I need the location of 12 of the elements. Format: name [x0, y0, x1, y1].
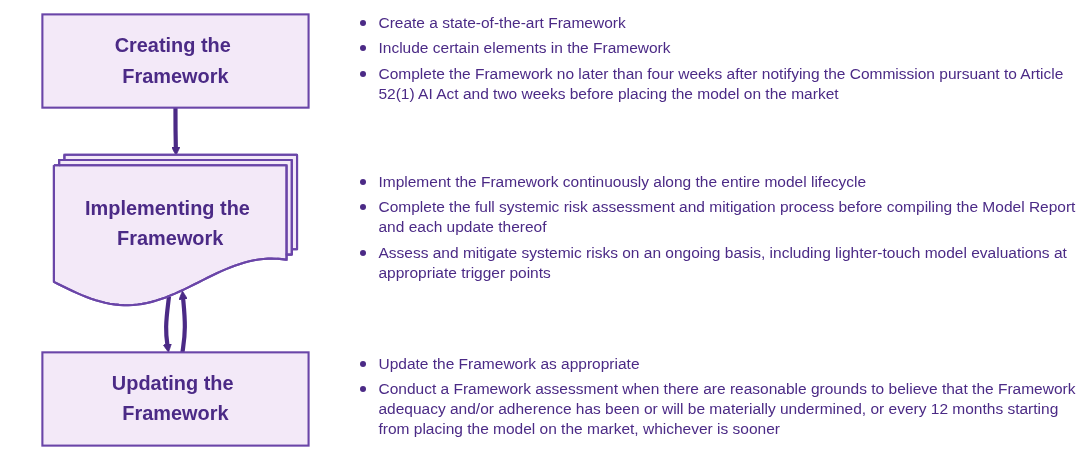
arrow — [178, 290, 188, 353]
arrow — [162, 296, 172, 353]
bullet-text: Create a state-of-the-art Framework — [378, 13, 626, 34]
bullet-text: Conduct a Framework assessment when there are reasonable grounds to believe that the Framework adequacy and/or adherence has been or will be materially undermined, or every 12 months starting from placing the model on the market, whichever is sooner — [378, 378, 1077, 440]
bullet-text: Assess and mitigate systemic risks on an ongoing basis, including lighter-touch model evaluations at appropriate trigger points — [378, 242, 1068, 283]
bullet-text: Complete the Framework no later than four weeks after notifying the Commission pursuant to Article 52(1) AI Act and two weeks before placing the model on the market — [378, 63, 1065, 104]
bullet-text: Implement the Framework continuously along the entire model lifecycle — [378, 172, 867, 193]
node-box: Creating the Framework — [40, 13, 310, 109]
bullet-text: Include certain elements in the Framework — [378, 38, 671, 59]
bullet-text: Complete the full systemic risk assessment and mitigation process before compiling the Model Report and each update thereof — [378, 197, 1077, 238]
node-box: Updating the Framework — [40, 351, 310, 447]
bullet-text: Update the Framework as appropriate — [378, 353, 640, 374]
